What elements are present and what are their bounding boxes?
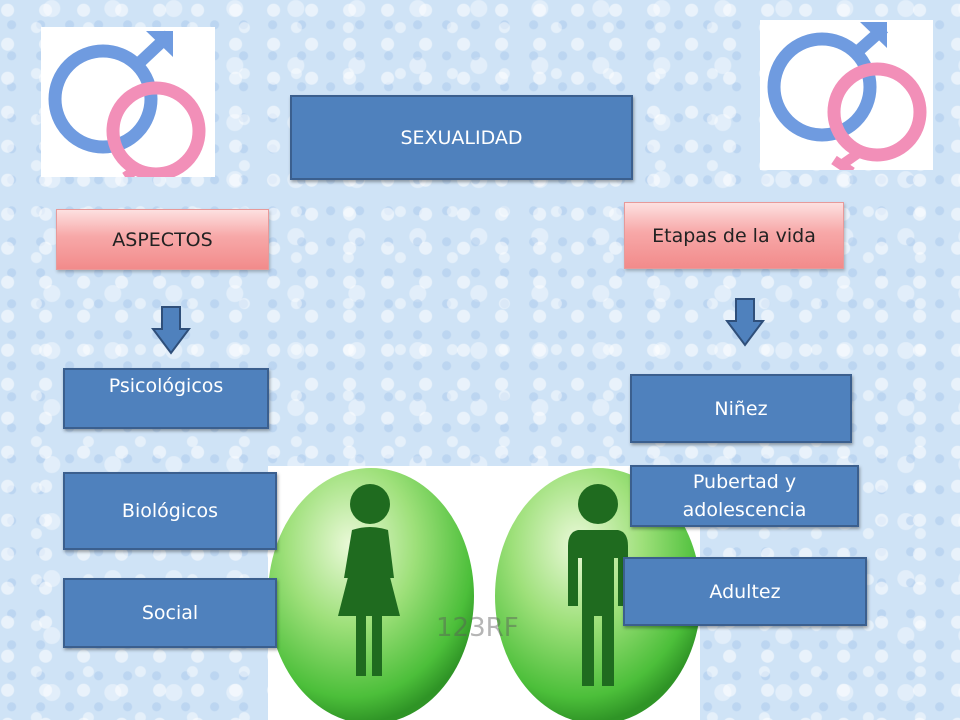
life-stages-heading-box: Etapas de la vida	[624, 202, 844, 269]
aspect-item-label: Biológicos	[121, 500, 219, 522]
gender-symbols-icon	[48, 30, 206, 182]
gender-symbols-icon	[767, 22, 927, 177]
image-watermark: 123RF	[436, 613, 519, 643]
female-figure-icon	[338, 484, 400, 676]
aspect-item-label: Social	[141, 602, 199, 624]
aspect-item-social: Social	[63, 578, 277, 648]
stage-item-label: Niñez	[714, 397, 768, 420]
down-arrow-icon	[725, 298, 765, 347]
aspect-item-biologicos: Biológicos	[63, 472, 277, 550]
aspects-heading: ASPECTOS	[112, 228, 213, 251]
stage-item-pubertad: Pubertad y adolescencia	[630, 465, 859, 527]
stage-item-ninez: Niñez	[630, 374, 852, 443]
down-arrow-icon	[151, 306, 191, 355]
aspect-item-label: Psicológicos	[108, 375, 224, 397]
life-stages-heading: Etapas de la vida	[652, 224, 816, 247]
stage-item-adultez: Adultez	[623, 557, 867, 626]
male-figure-icon	[568, 484, 628, 686]
people-image: 123RF	[268, 466, 700, 720]
title-text: SEXUALIDAD	[400, 126, 523, 149]
stage-item-label: Adultez	[709, 580, 781, 603]
stage-item-label: Pubertad y adolescencia	[682, 471, 807, 521]
gender-symbols-left	[41, 27, 215, 182]
title-box: SEXUALIDAD	[290, 95, 633, 180]
aspects-heading-box: ASPECTOS	[56, 209, 269, 270]
aspect-item-psicologicos: Psicológicos	[63, 368, 269, 429]
gender-symbols-right	[760, 20, 933, 177]
